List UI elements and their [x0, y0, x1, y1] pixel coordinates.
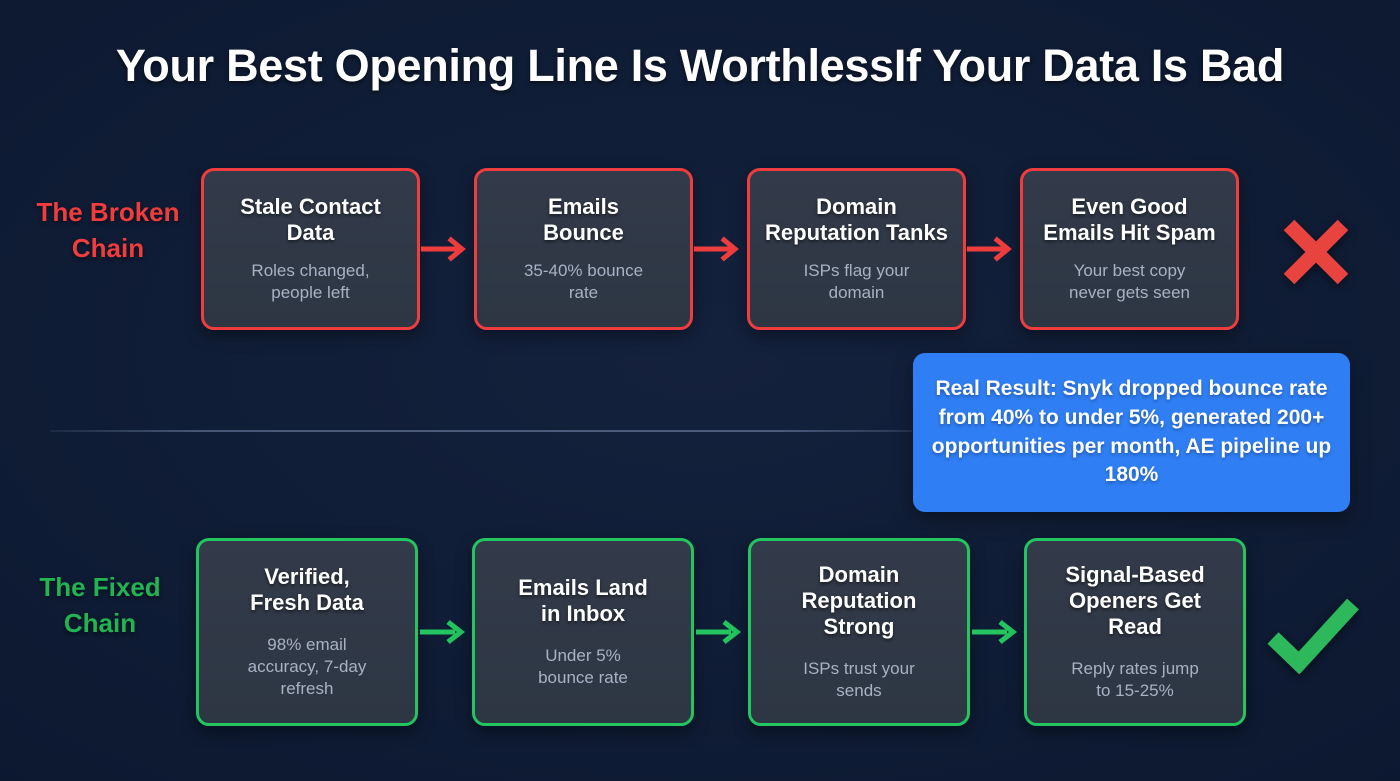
broken-chain-flow: Stale Contact Data Roles changed, people… [201, 168, 1239, 330]
arrow-right-icon [693, 234, 747, 264]
chain-node-emails-bounce[interactable]: Emails Bounce 35-40% bounce rate [474, 168, 693, 330]
chain-node-even-good-emails-hit-spam[interactable]: Even Good Emails Hit Spam Your best copy… [1020, 168, 1239, 330]
node-title: Even Good Emails Hit Spam [1043, 194, 1216, 246]
node-title: Domain Reputation Tanks [765, 194, 948, 246]
node-title: Verified, Fresh Data [250, 564, 364, 616]
chain-node-stale-contact-data[interactable]: Stale Contact Data Roles changed, people… [201, 168, 420, 330]
check-mark-icon [1258, 588, 1368, 680]
callout-text: Real Result: Snyk dropped bounce rate fr… [931, 377, 1332, 487]
node-subtitle: Under 5% bounce rate [538, 646, 628, 687]
arrow-right-icon [694, 617, 748, 647]
arrow-right-icon [966, 234, 1020, 264]
arrow-right-icon [418, 617, 472, 647]
row-label-fixed-chain: The Fixed Chain [39, 572, 161, 638]
node-subtitle: Reply rates jump to 15-25% [1071, 659, 1199, 700]
node-subtitle: ISPs flag your domain [803, 261, 910, 302]
real-result-callout: Real Result: Snyk dropped bounce rate fr… [913, 353, 1350, 512]
page-title: Your Best Opening Line Is WorthlessIf Yo… [115, 40, 1285, 91]
row-label-broken-chain: The Broken Chain [36, 197, 180, 263]
chain-node-domain-reputation-tanks[interactable]: Domain Reputation Tanks ISPs flag your d… [747, 168, 966, 330]
chain-node-verified-fresh-data[interactable]: Verified, Fresh Data 98% email accuracy,… [196, 538, 418, 726]
node-title: Emails Bounce [543, 194, 624, 246]
node-title: Emails Land in Inbox [518, 575, 648, 627]
chain-node-domain-reputation-strong[interactable]: Domain Reputation Strong ISPs trust your… [748, 538, 970, 726]
node-subtitle: ISPs trust your sends [803, 659, 915, 700]
node-subtitle: Roles changed, people left [251, 261, 370, 302]
chain-node-emails-land-in-inbox[interactable]: Emails Land in Inbox Under 5% bounce rat… [472, 538, 694, 726]
node-title: Stale Contact Data [240, 194, 381, 246]
node-title: Signal-Based Openers Get Read [1065, 562, 1205, 640]
node-subtitle: Your best copy never gets seen [1069, 261, 1190, 302]
chain-node-signal-based-openers-get-read[interactable]: Signal-Based Openers Get Read Reply rate… [1024, 538, 1246, 726]
node-subtitle: 98% email accuracy, 7-day refresh [247, 635, 367, 698]
arrow-right-icon [420, 234, 474, 264]
section-divider [50, 430, 912, 432]
x-mark-icon [1266, 212, 1366, 292]
node-title: Domain Reputation Strong [801, 562, 917, 640]
arrow-right-icon [970, 617, 1024, 647]
fixed-chain-flow: Verified, Fresh Data 98% email accuracy,… [196, 538, 1246, 726]
node-subtitle: 35-40% bounce rate [523, 261, 644, 302]
